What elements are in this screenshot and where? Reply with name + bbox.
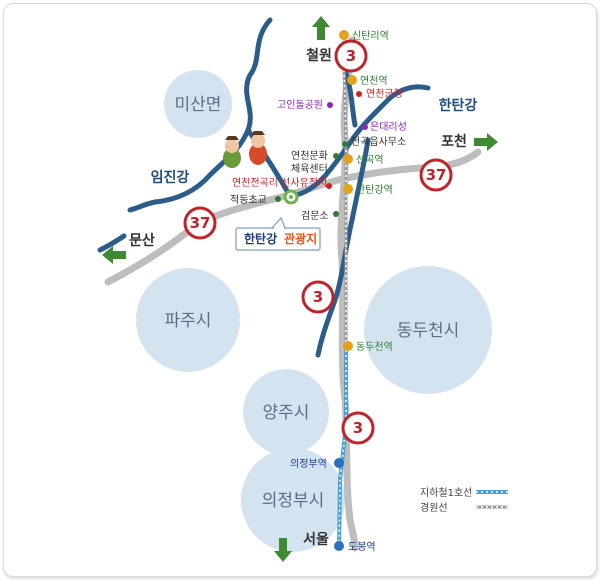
- station-sintanri: 신탄리역: [339, 30, 389, 42]
- arrow-north-icon: [312, 16, 330, 40]
- station-dobong: 도봉역: [334, 541, 376, 553]
- place-culture-center: 연천문화 체육센터: [291, 150, 339, 175]
- station-yeoncheon: 연천역: [347, 75, 388, 87]
- direction-pocheon-label: 포천: [441, 134, 467, 150]
- river-hantan-label: 한탄강: [439, 97, 478, 114]
- caveman-mascot-icon: [223, 131, 267, 168]
- station-hantangang: 한탄강역: [343, 184, 393, 196]
- svg-text:관광지: 관광지: [284, 231, 317, 246]
- region-yangju-circle: [243, 369, 329, 455]
- svg-text:연천군청: 연천군청: [366, 88, 403, 100]
- place-geommunso: 검문소: [301, 210, 339, 222]
- route3-shield-south: 3: [341, 411, 375, 445]
- svg-text:연천전곡리 선사유적지: 연천전곡리 선사유적지: [232, 177, 327, 189]
- svg-text:적동초교: 적동초교: [230, 194, 267, 206]
- svg-text:한탄강역: 한탄강역: [356, 184, 393, 196]
- svg-text:3: 3: [313, 288, 323, 306]
- svg-text:도봉역: 도봉역: [348, 541, 376, 553]
- region-yangju-label: 양주시: [263, 403, 310, 423]
- svg-text:선곡역: 선곡역: [356, 154, 384, 166]
- region-misan-label: 미산면: [175, 95, 222, 115]
- place-jeokdong-school: 적동초교: [230, 194, 281, 206]
- svg-text:동두천역: 동두천역: [356, 341, 393, 353]
- hantan-tourist-site-label[interactable]: 한탄강 관광지: [235, 216, 321, 251]
- place-jeongok-office: 전곡읍사무소: [342, 136, 406, 148]
- svg-text:의정부역: 의정부역: [290, 458, 327, 470]
- svg-text:고인돌공원: 고인돌공원: [277, 99, 323, 111]
- svg-text:37: 37: [190, 214, 211, 232]
- region-uijeongbu-circle: [241, 448, 345, 552]
- svg-text:37: 37: [426, 166, 447, 184]
- region-misan-circle: [164, 70, 232, 138]
- region-paju-label: 파주시: [165, 311, 212, 331]
- svg-text:한탄강: 한탄강: [244, 231, 277, 246]
- place-jeongok-prehistoric-site: 연천전곡리 선사유적지: [232, 177, 332, 189]
- region-dongducheon-circle: [364, 266, 492, 394]
- svg-text:은대리성: 은대리성: [370, 121, 407, 133]
- svg-text:연천역: 연천역: [360, 75, 388, 87]
- direction-seoul-label: 서울: [303, 531, 329, 548]
- svg-text:전곡읍사무소: 전곡읍사무소: [351, 136, 406, 148]
- region-uijeongbu-label: 의정부시: [262, 491, 325, 511]
- svg-text:검문소: 검문소: [301, 210, 329, 222]
- svg-text:3: 3: [353, 419, 363, 437]
- direction-cheorwon-label: 철원: [306, 48, 332, 64]
- place-eundaeri: 은대리성: [362, 121, 407, 133]
- route3-shield-middle: 3: [301, 280, 335, 314]
- svg-text:3: 3: [346, 47, 356, 65]
- river-imjin-label: 임진강: [151, 169, 190, 186]
- place-goin-park: 고인돌공원: [277, 99, 333, 111]
- map-legend: 지하철1호선 경원선: [420, 486, 508, 514]
- station-uijeongbu: 의정부역: [290, 458, 344, 470]
- direction-munsan-label: 문산: [129, 232, 155, 249]
- svg-text:연천문화: 연천문화: [291, 150, 328, 162]
- arrow-east-icon: [474, 133, 498, 151]
- legend-subway-label: 지하철1호선: [420, 486, 472, 499]
- station-dongducheon: 동두천역: [343, 341, 393, 353]
- region-paju-circle: [136, 268, 240, 372]
- svg-text:신탄리역: 신탄리역: [352, 30, 389, 42]
- region-dongducheon-label: 동두천시: [397, 321, 460, 341]
- legend-gyeongwon-label: 경원선: [420, 501, 448, 514]
- place-yeoncheon-county: 연천군청: [356, 88, 403, 100]
- route37-shield-west: 37: [183, 206, 217, 240]
- route37-shield-east: 37: [419, 158, 453, 192]
- svg-text:체육센터: 체육센터: [291, 163, 328, 175]
- station-seongok: 선곡역: [343, 154, 384, 166]
- hantan-tourist-site-marker-icon: [283, 189, 299, 205]
- route3-shield-north: 3: [334, 39, 368, 73]
